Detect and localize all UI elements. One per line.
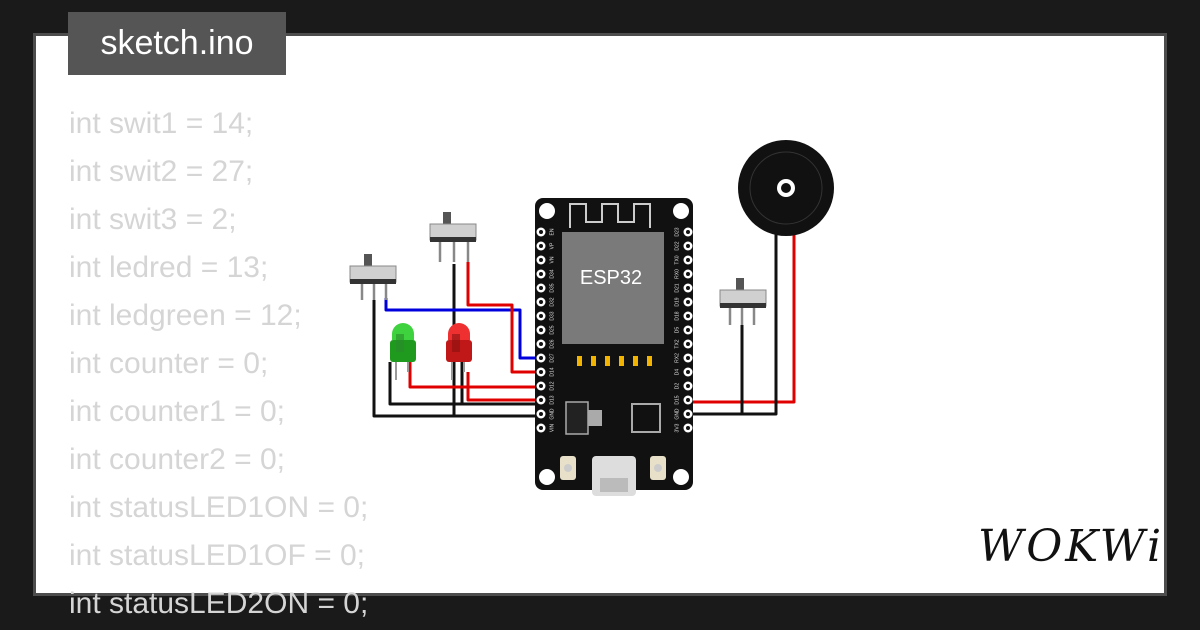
pin-label: D25 — [549, 325, 555, 334]
code-preview: int swit1 = 14; int swit2 = 27; int swit… — [69, 100, 368, 628]
board-label: ESP32 — [580, 267, 642, 289]
pin-hole-center — [686, 272, 690, 276]
code-line: int swit3 = 2; — [69, 203, 237, 236]
pin-hole-center — [539, 286, 543, 290]
pin-label: D19 — [674, 297, 680, 306]
pin-label: D27 — [549, 353, 555, 362]
code-line: int counter1 = 0; — [69, 395, 285, 428]
code-line: int statusLED1OF = 0; — [69, 539, 365, 572]
pin-label: D21 — [674, 283, 680, 292]
led-red[interactable] — [446, 323, 472, 380]
wire-black — [688, 325, 744, 416]
pin-label: D34 — [549, 269, 555, 278]
wire-red — [466, 372, 540, 402]
pin-label: D14 — [549, 367, 555, 376]
pin-label: VN — [549, 256, 555, 263]
code-line: int swit2 = 27; — [69, 155, 254, 188]
preview-card: int swit1 = 14; int swit2 = 27; int swit… — [33, 33, 1167, 620]
wire-black — [688, 230, 778, 416]
wire-red — [466, 262, 540, 374]
pin-label: EN — [549, 228, 555, 235]
wire-blue — [384, 298, 540, 360]
pin-label: D4 — [674, 369, 680, 376]
pin-label: D12 — [549, 381, 555, 390]
pin-hole-center — [539, 356, 543, 360]
pin-hole-center — [539, 398, 543, 402]
piezo-buzzer[interactable] — [738, 140, 834, 236]
wokwi-logo: WOKWi — [978, 521, 1165, 572]
pin-label: D15 — [674, 395, 680, 404]
pin-label: RX2 — [674, 353, 680, 363]
pin-hole-center — [686, 426, 690, 430]
pin-label: D26 — [549, 339, 555, 348]
pin-hole-center — [686, 244, 690, 248]
pin-label: D33 — [549, 311, 555, 320]
pin-hole-center — [686, 300, 690, 304]
wire-red — [408, 362, 540, 389]
code-line: int swit1 = 14; — [69, 107, 254, 140]
pin-label: TX2 — [674, 339, 680, 348]
wire-black — [372, 300, 540, 418]
pin-hole-center — [539, 272, 543, 276]
pin-label: D2 — [674, 383, 680, 390]
pin-hole-center — [539, 314, 543, 318]
pin-label: D18 — [674, 311, 680, 320]
pin-label: 3V3 — [674, 423, 680, 432]
pin-hole-center — [539, 370, 543, 374]
pin-hole-center — [539, 300, 543, 304]
pin-label: VIN — [549, 423, 555, 432]
pin-label: D5 — [674, 327, 680, 334]
code-line: int counter2 = 0; — [69, 443, 285, 476]
code-line: int counter = 0; — [69, 347, 269, 380]
pin-hole-center — [539, 244, 543, 248]
code-line: int statusLED1ON = 0; — [69, 491, 369, 524]
pin-label: GND — [674, 408, 680, 420]
pin-label: D22 — [674, 241, 680, 250]
pin-hole-center — [539, 258, 543, 262]
pin-hole-center — [686, 230, 690, 234]
pin-label: D23 — [674, 227, 680, 236]
pin-hole-center — [686, 384, 690, 388]
pin-hole-center — [686, 314, 690, 318]
pin-hole-center — [686, 412, 690, 416]
pin-hole-center — [539, 230, 543, 234]
pin-hole-center — [539, 342, 543, 346]
led-green[interactable] — [390, 323, 416, 380]
pin-label: D13 — [549, 395, 555, 404]
pin-label: D32 — [549, 297, 555, 306]
pin-hole-center — [686, 286, 690, 290]
pin-label: TX0 — [674, 255, 680, 264]
code-line: int statusLED2ON = 0; — [69, 587, 369, 620]
pin-hole-center — [686, 328, 690, 332]
pin-hole-center — [539, 412, 543, 416]
pin-label: RX0 — [674, 269, 680, 279]
pin-label: GND — [549, 408, 555, 420]
slide-switch[interactable] — [349, 254, 397, 300]
pin-hole-center — [686, 342, 690, 346]
pin-label: D35 — [549, 283, 555, 292]
code-line: int ledred = 13; — [69, 251, 269, 284]
code-line: int ledgreen = 12; — [69, 299, 302, 332]
esp32-board[interactable] — [535, 198, 693, 496]
pin-hole-center — [686, 258, 690, 262]
file-name-tab: sketch.ino — [68, 12, 286, 75]
pin-hole-center — [539, 328, 543, 332]
slide-switch[interactable] — [429, 212, 477, 262]
slide-switch[interactable] — [719, 278, 767, 325]
wire-red — [688, 230, 796, 404]
pin-hole-center — [686, 370, 690, 374]
pin-label: VP — [549, 242, 555, 249]
pin-hole-center — [539, 426, 543, 430]
pin-hole-center — [686, 356, 690, 360]
pin-hole-center — [539, 384, 543, 388]
pin-hole-center — [686, 398, 690, 402]
wire-black — [388, 362, 540, 406]
